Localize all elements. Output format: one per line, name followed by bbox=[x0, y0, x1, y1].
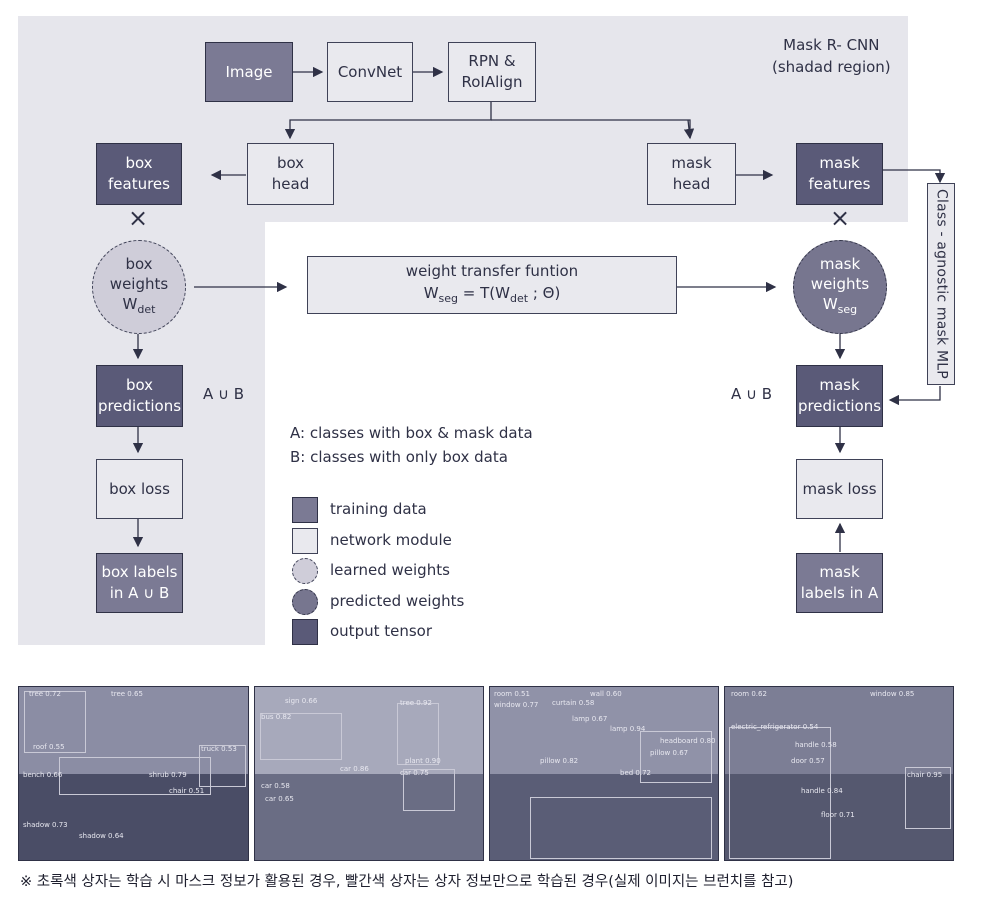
mask-loss-node: mask loss bbox=[796, 459, 883, 519]
photo-label: car 0.86 bbox=[340, 765, 369, 773]
times-symbol-left: × bbox=[128, 204, 149, 232]
definition-a: A: classes with box & mask data bbox=[290, 424, 533, 442]
box-loss-node: box loss bbox=[96, 459, 183, 519]
photo-label: roof 0.55 bbox=[33, 743, 65, 751]
photo-label: window 0.85 bbox=[870, 690, 915, 698]
legend-swatch-predicted bbox=[292, 589, 318, 615]
box-weights-node: box weights Wdet bbox=[92, 240, 186, 334]
convnet-node: ConvNet bbox=[327, 42, 413, 102]
photo-label: door 0.57 bbox=[791, 757, 825, 765]
weight-transfer-function-node: weight transfer funtion Wseg = T(Wdet ; … bbox=[307, 256, 677, 314]
photo-label: bed 0.72 bbox=[620, 769, 652, 777]
mask-weights-node: mask weights Wseg bbox=[793, 240, 887, 334]
times-symbol-right: × bbox=[830, 204, 851, 232]
photo-label: shadow 0.64 bbox=[79, 832, 124, 840]
photo-label: wall 0.60 bbox=[590, 690, 622, 698]
photo-label: car 0.65 bbox=[265, 795, 294, 803]
photo-label: electric_refrigerator 0.54 bbox=[731, 723, 819, 731]
photo-label: shrub 0.79 bbox=[149, 771, 187, 779]
photo-label: pillow 0.67 bbox=[650, 749, 689, 757]
photo-label: car 0.75 bbox=[400, 769, 429, 777]
photo-label: bus 0.82 bbox=[261, 713, 292, 721]
aub-label-right: A ∪ B bbox=[731, 385, 773, 403]
example-photo-bedroom: room 0.51 wall 0.60 window 0.77 curtain … bbox=[489, 686, 719, 861]
example-photo-street: bus 0.82 sign 0.66 tree 0.92 car 0.58 ca… bbox=[254, 686, 484, 861]
photo-label: lamp 0.94 bbox=[610, 725, 646, 733]
example-photo-kitchen: room 0.62 window 0.85 electric_refrigera… bbox=[724, 686, 954, 861]
photo-label: curtain 0.58 bbox=[552, 699, 595, 707]
photo-label: room 0.51 bbox=[494, 690, 530, 698]
photo-label: window 0.77 bbox=[494, 701, 539, 709]
region-label: Mask R- CNN (shadad region) bbox=[772, 36, 891, 76]
legend-swatch-learned bbox=[292, 558, 318, 584]
image-node: Image bbox=[205, 42, 293, 102]
class-agnostic-mask-mlp-node: Class - agnostic mask MLP bbox=[927, 183, 955, 385]
legend-swatch-training bbox=[292, 497, 318, 523]
photo-label: chair 0.51 bbox=[169, 787, 205, 795]
photo-label: tree 0.72 bbox=[29, 690, 61, 698]
photo-label: handle 0.58 bbox=[795, 741, 837, 749]
photo-label: shadow 0.73 bbox=[23, 821, 68, 829]
example-photo-outdoor: tree 0.72 tree 0.65 roof 0.55 truck 0.53… bbox=[18, 686, 249, 861]
photo-label: room 0.62 bbox=[731, 690, 767, 698]
photo-label: sign 0.66 bbox=[285, 697, 318, 705]
aub-label-left: A ∪ B bbox=[203, 385, 245, 403]
legend-swatch-output bbox=[292, 619, 318, 645]
rpn-roialign-node: RPN &RoIAlign bbox=[448, 42, 536, 102]
photo-label: floor 0.71 bbox=[821, 811, 855, 819]
photo-label: pillow 0.82 bbox=[540, 757, 579, 765]
photo-label: lamp 0.67 bbox=[572, 715, 608, 723]
photo-label: tree 0.65 bbox=[111, 690, 143, 698]
legend-swatch-module bbox=[292, 528, 318, 554]
photo-label: chair 0.95 bbox=[907, 771, 943, 779]
definition-b: B: classes with only box data bbox=[290, 448, 508, 466]
photo-label: handle 0.84 bbox=[801, 787, 843, 795]
photo-label: tree 0.92 bbox=[400, 699, 432, 707]
caption: ※ 초록색 상자는 학습 시 마스크 정보가 활용된 경우, 빨간색 상자는 상… bbox=[20, 874, 794, 890]
photo-label: truck 0.53 bbox=[201, 745, 237, 753]
photo-label: plant 0.90 bbox=[405, 757, 441, 765]
photo-label: car 0.58 bbox=[261, 782, 290, 790]
photo-label: bench 0.66 bbox=[23, 771, 63, 779]
photo-label: headboard 0.80 bbox=[660, 737, 716, 745]
